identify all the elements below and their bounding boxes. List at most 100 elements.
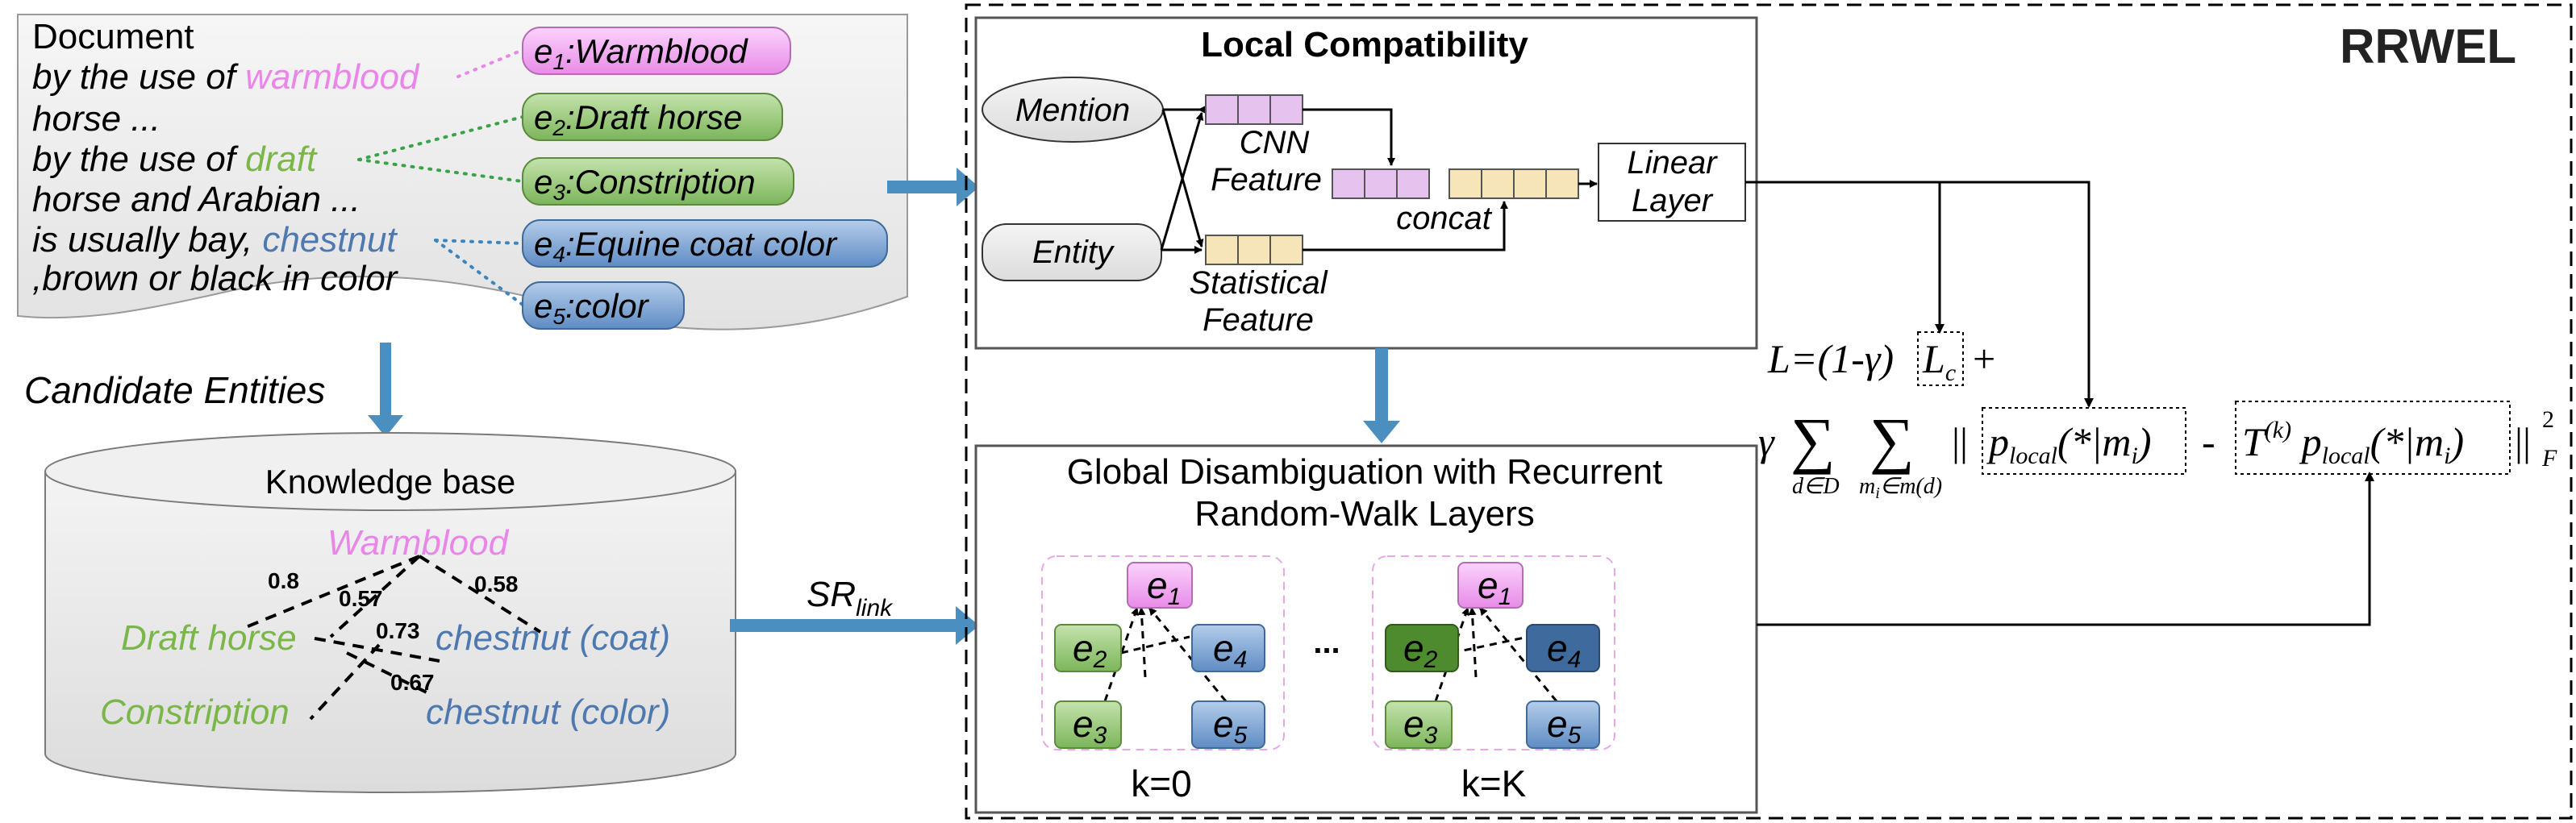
entity-label: Entity <box>1032 235 1115 270</box>
formula-p-local-1: plocal(*|mi) <box>1986 419 2152 469</box>
kb-edges <box>245 555 542 721</box>
kb-weight-1: 0.8 <box>268 568 299 593</box>
formula-sum1: ∑ <box>1790 405 1836 475</box>
graph-k0: e1 e2 e4 e3 e5 <box>1041 555 1285 750</box>
document-heading: Document <box>32 17 194 56</box>
formula-subF: F <box>2541 445 2557 472</box>
document-line-4: horse and Arabian ... <box>32 180 361 219</box>
formula-sum2-sub: mi∈m(d) <box>1859 474 1942 502</box>
graph-k0-e2 <box>1054 624 1122 672</box>
graph-kK-e3 <box>1385 700 1453 749</box>
mention-links <box>357 48 524 306</box>
document-line-5: is usually bay, chestnut <box>32 220 398 260</box>
kb-node-chestnut-color: chestnut (color) <box>426 692 670 732</box>
cnn-feature-cells <box>1205 94 1303 125</box>
svg-text:e4: e4 <box>1547 627 1581 673</box>
svg-text:e4:Equine coat color: e4:Equine coat color <box>534 225 838 267</box>
svg-text:e4: e4 <box>1213 627 1247 673</box>
linear-line2: Layer <box>1632 183 1714 218</box>
kb-title: Knowledge base <box>265 463 516 501</box>
graph-kK: e1 e2 e4 e3 e5 <box>1372 555 1615 750</box>
document-line-2: horse ... <box>32 99 160 139</box>
global-disambiguation-box: Global Disambiguation with Recurrent Ran… <box>974 444 1758 814</box>
p-local-box-1 <box>1982 407 2186 475</box>
kb-node-constription: Constription <box>100 692 290 732</box>
graph-ellipsis: ... <box>1313 625 1340 660</box>
formula-sum1-sub: d∈D <box>1792 474 1840 499</box>
knowledge-base: Knowledge base 0.8 0.57 0.58 0.73 0.67 W… <box>44 432 736 793</box>
formula-sum2: ∑ <box>1869 405 1915 475</box>
svg-text:e2: e2 <box>1073 627 1107 673</box>
kb-node-warmblood: Warmblood <box>327 523 510 563</box>
concat-cells <box>1332 168 1579 199</box>
svg-text:e2:Draft horse: e2:Draft horse <box>534 98 742 140</box>
kb-weight-2: 0.57 <box>339 586 383 611</box>
document-panel: Document by the use of warmblood horse .… <box>17 14 908 330</box>
graph-kK-e2 <box>1385 624 1459 672</box>
svg-text:e3: e3 <box>1073 703 1107 749</box>
global-title-line2: Random-Walk Layers <box>1194 494 1534 534</box>
svg-text:e3:Constription: e3:Constription <box>534 163 756 205</box>
kb-weight-3: 0.58 <box>474 572 519 596</box>
formula-connectors <box>1745 181 2374 626</box>
linear-line1: Linear <box>1627 145 1718 181</box>
local-compatibility-box: Local Compatibility Mention Entity CNN F… <box>974 16 1758 350</box>
candidate-e1: e1:Warmblood <box>522 27 791 75</box>
formula-line1: L=(1-γ) <box>1767 336 1894 381</box>
formula-gamma: γ <box>1758 419 1775 464</box>
arrow-sr-link <box>730 606 979 645</box>
svg-text:e2: e2 <box>1403 627 1438 673</box>
svg-text:e1:Warmblood: e1:Warmblood <box>534 32 748 74</box>
loss-formula: L=(1-γ) Lc + γ ∑ d∈D ∑ mi∈m(d) || plocal… <box>1758 331 2557 502</box>
p-local-box-2 <box>2235 401 2511 475</box>
entity-node <box>982 223 1162 281</box>
graph-kK-e5 <box>1526 700 1600 749</box>
arrow-local-to-global <box>1363 348 1400 443</box>
global-title-line1: Global Disambiguation with Recurrent <box>1067 452 1663 492</box>
formula-lc: Lc <box>1922 336 1956 386</box>
kb-node-draft: Draft horse <box>121 618 297 658</box>
graph-kK-e4 <box>1526 624 1600 672</box>
svg-text:e3: e3 <box>1403 703 1438 749</box>
cnn-line2: Feature <box>1211 162 1322 197</box>
formula-norm-open: || <box>1952 419 1968 464</box>
label-kK: k=K <box>1461 763 1527 804</box>
arrow-doc-to-local <box>887 168 979 206</box>
formula-plus: + <box>1973 336 1995 381</box>
graph-k0-e3 <box>1054 700 1122 749</box>
label-k0: k=0 <box>1131 763 1191 804</box>
mention-label: Mention <box>1015 93 1130 128</box>
document-line-3: by the use of draft <box>32 139 318 179</box>
rrwel-label: RRWEL <box>2340 19 2516 73</box>
rrwel-frame <box>965 3 2573 820</box>
formula-minus: - <box>2202 419 2215 464</box>
formula-sup2: 2 <box>2542 406 2554 433</box>
svg-text:e1: e1 <box>1478 564 1511 610</box>
arrow-doc-to-kb <box>368 343 403 437</box>
document-line-6: ,brown or black in color <box>32 259 399 298</box>
stat-line2: Feature <box>1203 302 1314 338</box>
svg-text:e5: e5 <box>1547 703 1582 749</box>
candidate-e2: e2:Draft horse <box>522 93 783 141</box>
lc-box <box>1917 331 1964 386</box>
graph-k0-e4 <box>1191 624 1265 672</box>
candidate-e5: e5:color <box>522 281 685 330</box>
candidate-e3: e3:Constription <box>522 157 794 206</box>
formula-t-p-local: T(k) plocal(*|mi) <box>2242 417 2464 469</box>
sr-link-label: SRlink <box>807 575 894 621</box>
graph-kK-e1 <box>1457 562 1524 609</box>
local-title: Local Compatibility <box>1201 25 1528 64</box>
stat-line1: Statistical <box>1189 265 1328 301</box>
document-line-1: by the use of warmblood <box>32 57 420 97</box>
cnn-line1: CNN <box>1240 125 1310 160</box>
candidate-e4: e4:Equine coat color <box>522 219 888 268</box>
kb-weight-5: 0.67 <box>390 670 435 695</box>
svg-text:e5: e5 <box>1213 703 1248 749</box>
stat-feature-cells <box>1205 235 1303 265</box>
kb-weight-4: 0.73 <box>376 618 420 643</box>
concat-label: concat <box>1396 201 1493 236</box>
formula-norm-close: || <box>2515 419 2531 464</box>
svg-text:e5:color: e5:color <box>534 287 650 329</box>
